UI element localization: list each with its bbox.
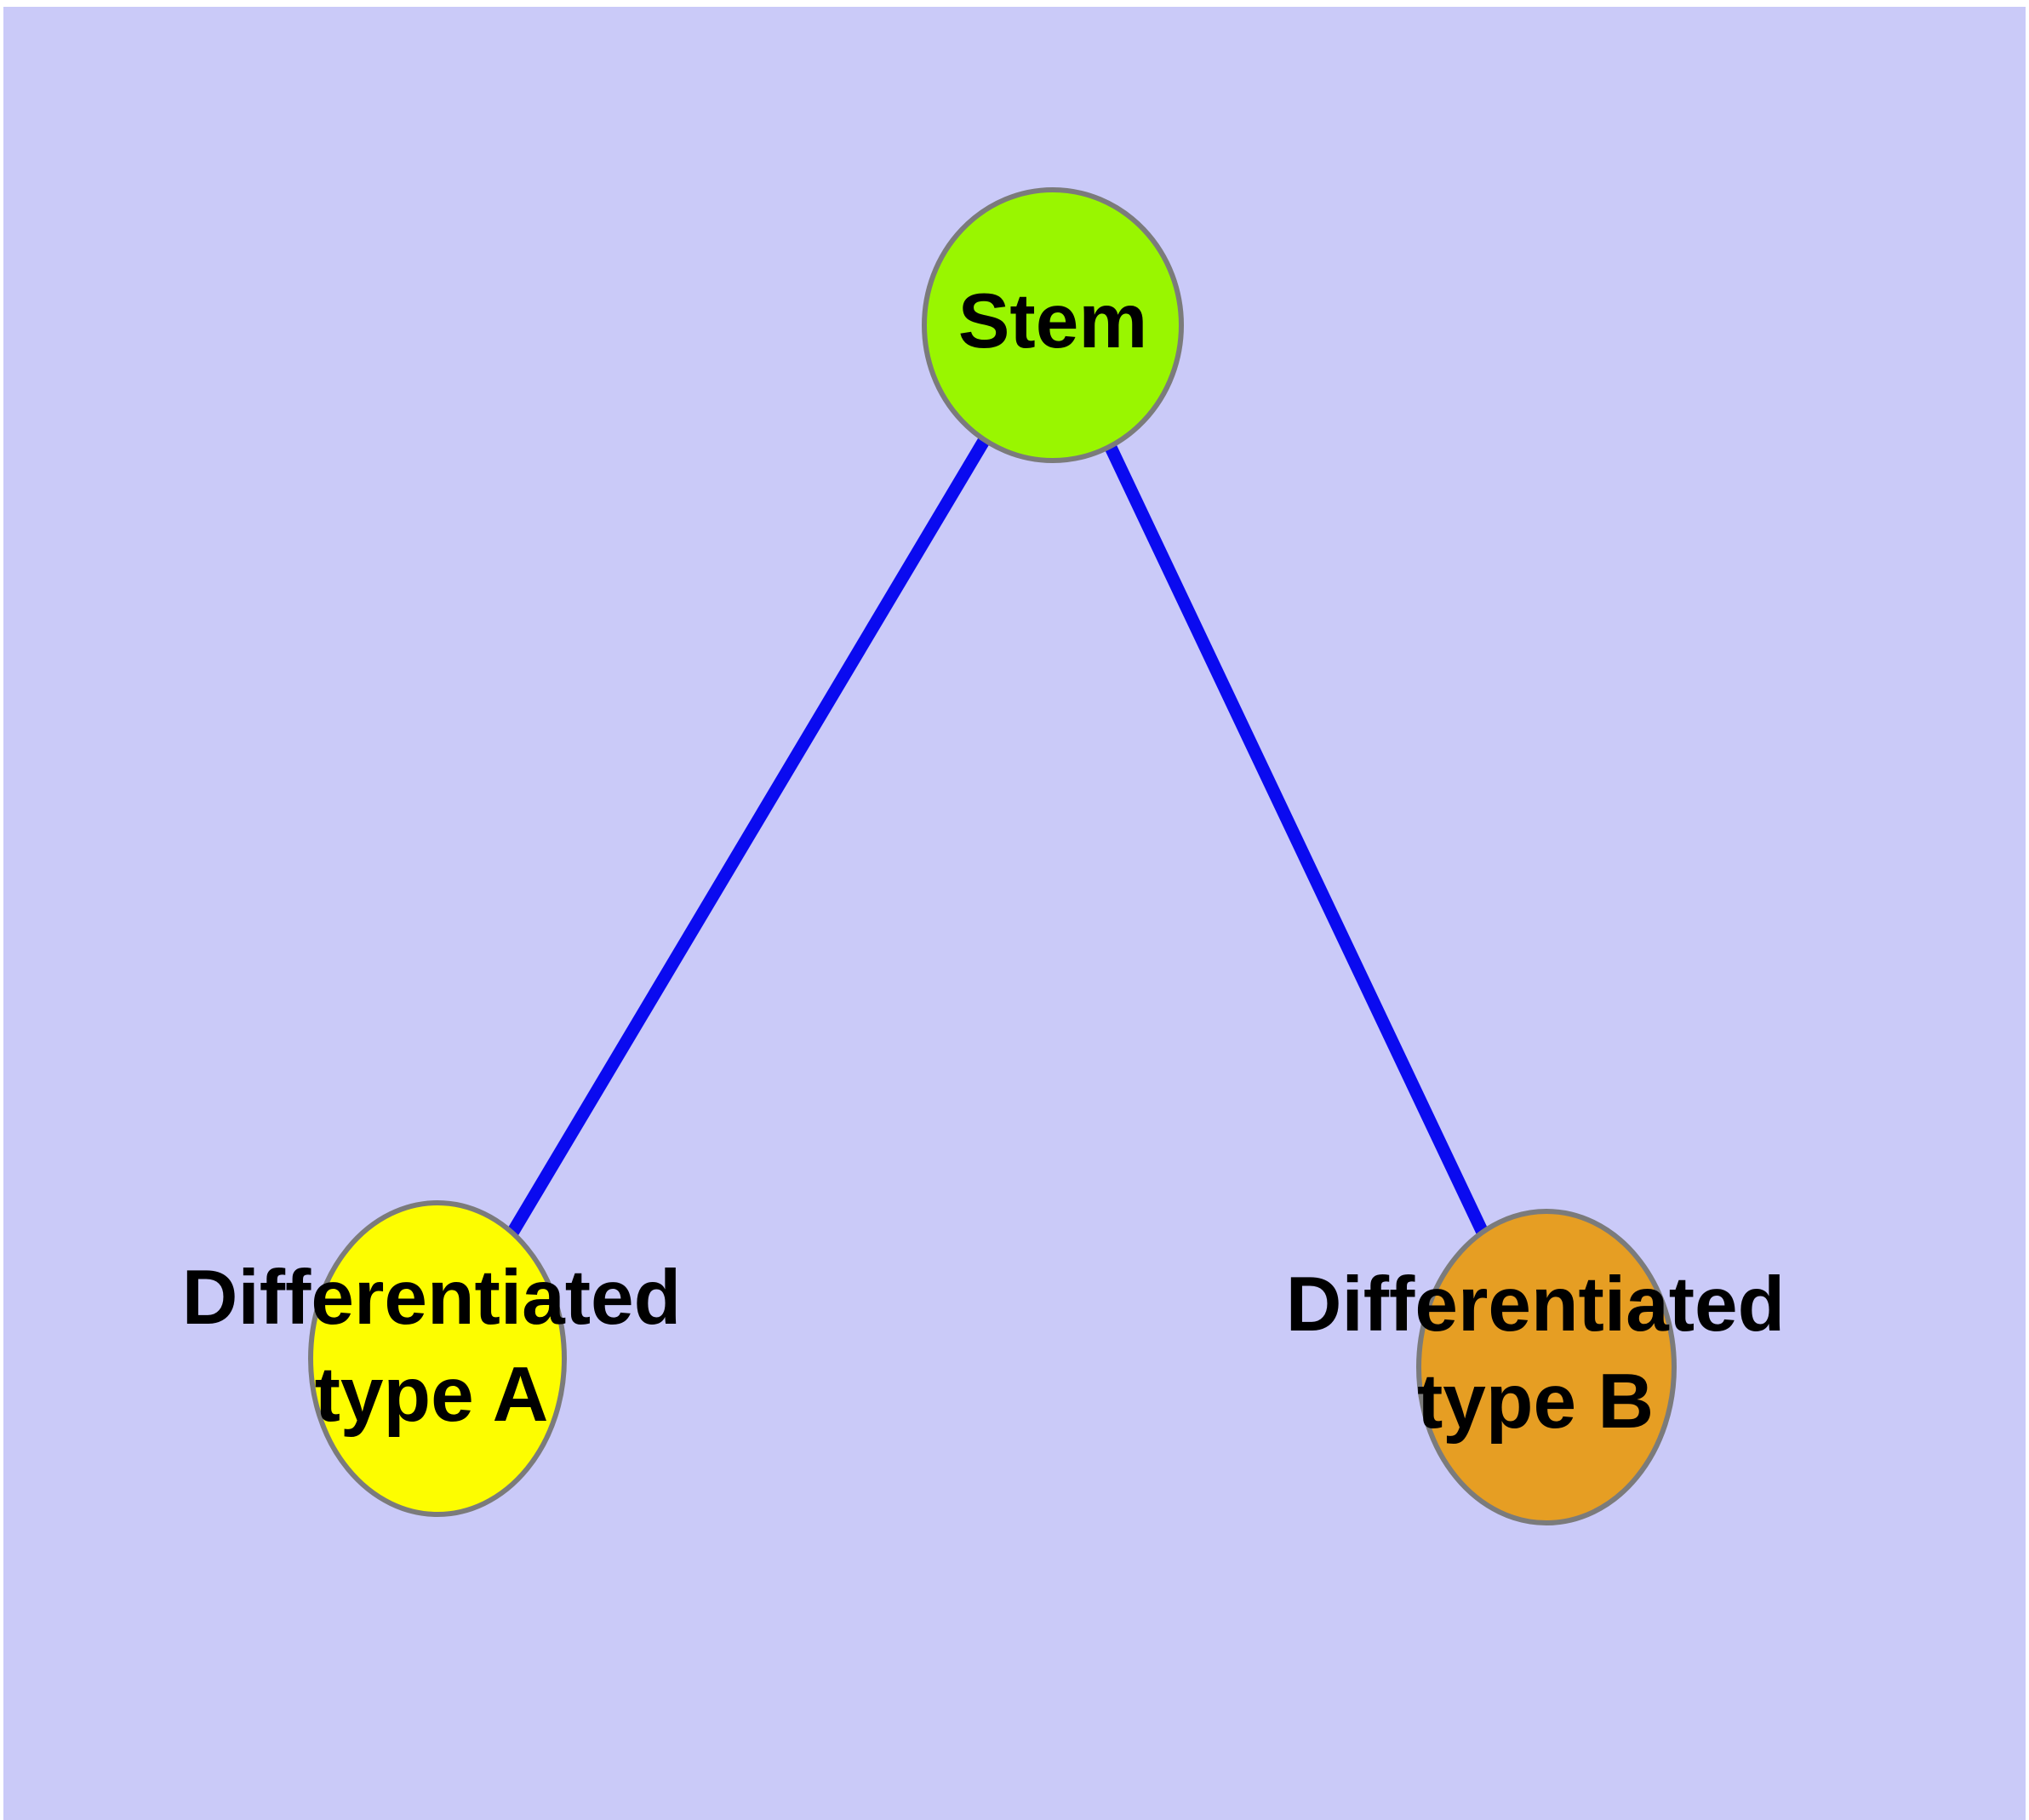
- stem-node: [922, 187, 1184, 463]
- edge-stem-to-type-b: [1047, 322, 1552, 1371]
- type-b-node: [1416, 1209, 1677, 1525]
- type-a-node: [308, 1200, 567, 1517]
- edge-stem-to-type-a: [432, 322, 1059, 1362]
